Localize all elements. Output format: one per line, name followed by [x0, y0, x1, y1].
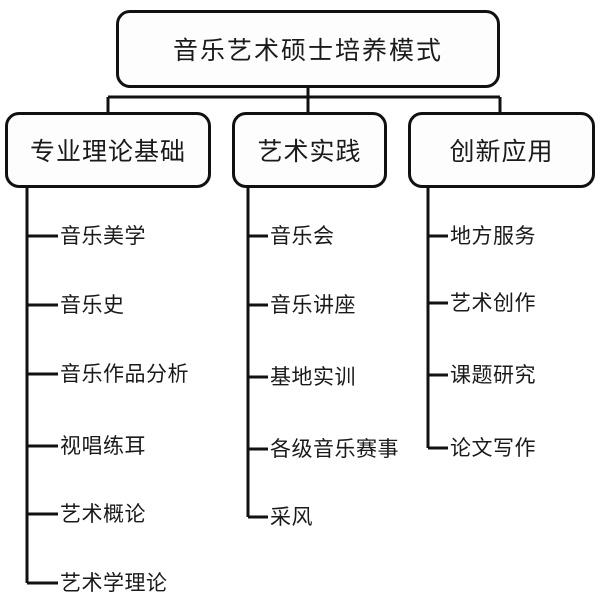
category-node-2-label: 创新应用: [449, 137, 554, 166]
leaf-item-2-2[interactable]: 课题研究: [450, 363, 536, 387]
leaf-item-0-3[interactable]: 视唱练耳: [60, 434, 146, 458]
leaf-item-1-1[interactable]: 音乐讲座: [270, 293, 356, 317]
leaf-item-0-0[interactable]: 音乐美学: [60, 224, 146, 248]
leaf-item-0-5[interactable]: 艺术学理论: [60, 571, 168, 595]
leaf-item-0-2[interactable]: 音乐作品分析: [60, 362, 189, 386]
category-node-1-label: 艺术实践: [257, 137, 362, 166]
category-node-0-label: 专业理论基础: [29, 137, 186, 166]
root-node-label: 音乐艺术硕士培养模式: [172, 36, 443, 65]
category-node-2[interactable]: 创新应用: [408, 112, 595, 188]
leaf-item-1-4[interactable]: 采风: [270, 505, 313, 529]
leaf-item-2-0[interactable]: 地方服务: [450, 224, 536, 248]
leaf-item-0-4[interactable]: 艺术概论: [60, 502, 146, 526]
leaf-item-0-1[interactable]: 音乐史: [60, 293, 125, 317]
leaf-item-1-0[interactable]: 音乐会: [270, 224, 335, 248]
category-node-1[interactable]: 艺术实践: [232, 112, 387, 188]
leaf-item-2-3[interactable]: 论文写作: [450, 436, 536, 460]
root-node[interactable]: 音乐艺术硕士培养模式: [116, 10, 500, 88]
leaf-item-2-1[interactable]: 艺术创作: [450, 291, 536, 315]
leaf-item-1-2[interactable]: 基地实训: [270, 365, 356, 389]
category-node-0[interactable]: 专业理论基础: [5, 112, 211, 188]
leaf-item-1-3[interactable]: 各级音乐赛事: [270, 437, 399, 461]
